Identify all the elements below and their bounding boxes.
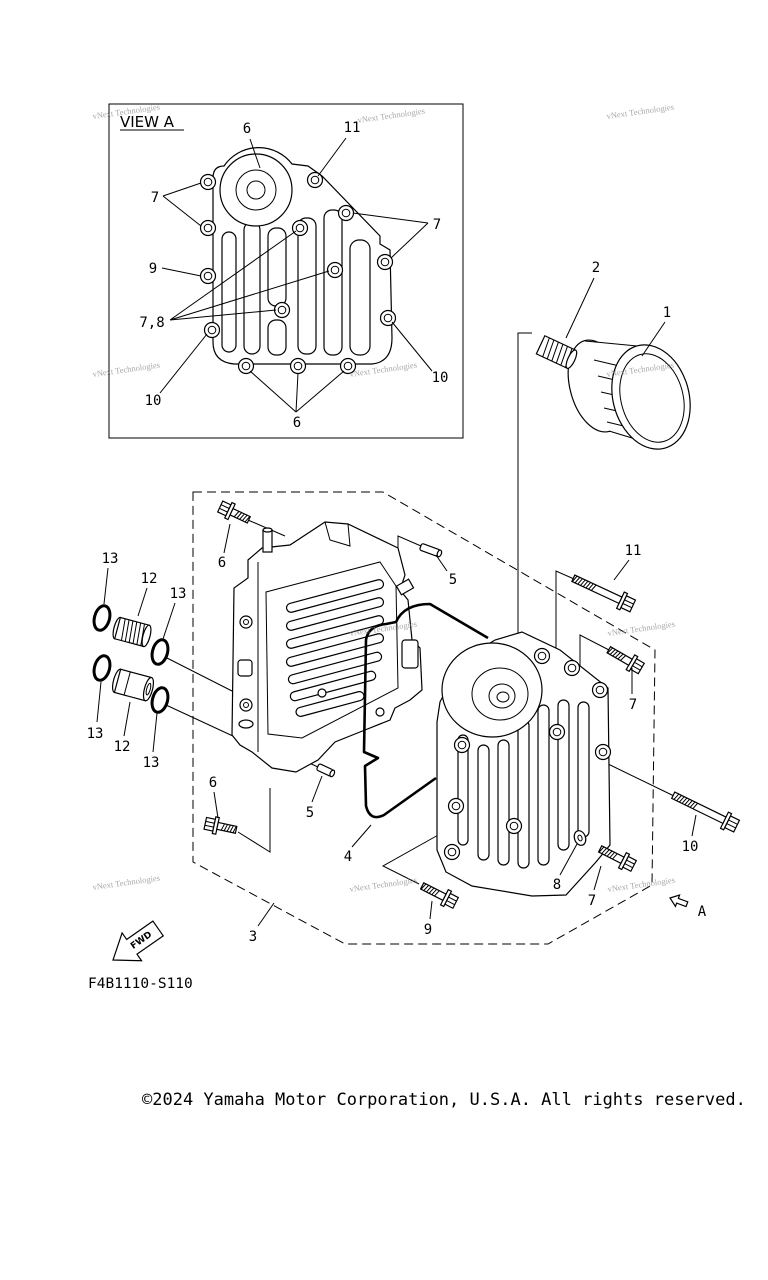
bolt-hole bbox=[376, 253, 394, 271]
callout-label: 9 bbox=[424, 922, 432, 938]
bolt bbox=[202, 814, 239, 839]
view-a-callout: 6 bbox=[243, 121, 251, 137]
o-ring bbox=[150, 686, 170, 714]
dowel-pin bbox=[316, 763, 336, 778]
cover-bolt-boss bbox=[563, 659, 581, 677]
bolt bbox=[595, 840, 639, 875]
callout-label: 8 bbox=[553, 877, 561, 893]
gasket bbox=[362, 602, 489, 819]
callout-label: 5 bbox=[449, 572, 457, 588]
watermark: vNext Technologies bbox=[607, 619, 676, 638]
cover-bolt-boss bbox=[533, 647, 551, 665]
callout-label: 2 bbox=[592, 260, 600, 276]
assembly-boundary bbox=[192, 491, 656, 945]
bolt bbox=[216, 498, 253, 529]
view-a-callout: 11 bbox=[344, 120, 361, 136]
watermark: vNext Technologies bbox=[606, 102, 675, 121]
cover-bolt-boss bbox=[447, 797, 465, 815]
view-a-marker-label: A bbox=[698, 904, 707, 920]
callout-label: 7 bbox=[629, 697, 637, 713]
o-ring bbox=[150, 638, 170, 666]
forward-arrow-icon: FWD bbox=[112, 920, 165, 962]
bolt bbox=[417, 877, 461, 912]
watermark: vNext Technologies bbox=[92, 360, 161, 379]
watermark: vNext Technologies bbox=[357, 106, 426, 125]
cover-bolt-boss bbox=[505, 817, 523, 835]
watermark: vNext Technologies bbox=[92, 873, 161, 892]
bolt-hole bbox=[306, 171, 324, 189]
o-ring bbox=[92, 654, 112, 682]
diagram-code: F4B1110-S110 bbox=[88, 976, 193, 992]
callout-label: 11 bbox=[625, 543, 642, 559]
cover-bolt-boss bbox=[594, 743, 612, 761]
bolt-hole bbox=[337, 204, 355, 222]
bolt-hole bbox=[199, 173, 217, 191]
bolt-hole bbox=[237, 357, 255, 375]
watermark: vNext Technologies bbox=[349, 875, 418, 894]
callout-label: 10 bbox=[682, 839, 699, 855]
cover-plate-view-a bbox=[199, 147, 397, 375]
view-a-callout: 7 bbox=[433, 217, 441, 233]
view-a-leaders bbox=[159, 137, 433, 413]
o-ring bbox=[92, 604, 112, 632]
bolt-hole bbox=[203, 321, 221, 339]
bolt-hole bbox=[291, 219, 309, 237]
callout-label: 5 bbox=[306, 805, 314, 821]
view-a-arrow: A bbox=[669, 894, 707, 920]
main-leaders bbox=[96, 277, 697, 927]
callout-label: 6 bbox=[209, 775, 217, 791]
callout-label: 13 bbox=[170, 586, 187, 602]
view-a-panel: VIEW A bbox=[108, 103, 464, 439]
bolt bbox=[668, 786, 742, 835]
callout-label: 13 bbox=[102, 551, 119, 567]
oil-cooler-housing bbox=[231, 521, 423, 773]
oil-cooler-cover bbox=[436, 631, 612, 897]
cover-bolt-boss bbox=[443, 843, 461, 861]
callout-label: 3 bbox=[249, 929, 257, 945]
bolt-hole bbox=[289, 357, 307, 375]
dowel-pin bbox=[419, 543, 443, 558]
oil-filter bbox=[567, 339, 691, 450]
bolt-hole bbox=[273, 301, 291, 319]
callout-label: 6 bbox=[218, 555, 226, 571]
bolt bbox=[568, 569, 638, 615]
view-a-frame bbox=[108, 103, 464, 439]
copyright-notice: ©2024 Yamaha Motor Corporation, U.S.A. A… bbox=[142, 1090, 746, 1110]
view-a-callout: 9 bbox=[149, 261, 157, 277]
cover-bolt-boss bbox=[591, 681, 609, 699]
view-a-title: VIEW A bbox=[120, 113, 175, 131]
view-a-callout: 10 bbox=[432, 370, 449, 386]
cover-bolt-boss bbox=[548, 723, 566, 741]
joint bbox=[111, 668, 155, 702]
view-a-callout: 7,8 bbox=[139, 315, 164, 331]
joint bbox=[112, 616, 152, 648]
callout-label: 7 bbox=[588, 893, 596, 909]
cover-bolt-boss bbox=[453, 736, 471, 754]
bolt bbox=[603, 641, 647, 677]
callout-label: 12 bbox=[114, 739, 131, 755]
bolt-hole bbox=[199, 267, 217, 285]
callout-label: 4 bbox=[344, 849, 352, 865]
washer bbox=[573, 830, 587, 846]
exploded-view: 2 1 6 5 11 13 12 13 7 13 12 13 6 5 4 10 … bbox=[87, 260, 742, 945]
view-a-callout: 10 bbox=[145, 393, 162, 409]
oil-port-boss bbox=[219, 153, 293, 227]
callout-label: 1 bbox=[663, 305, 671, 321]
view-a-callout: 6 bbox=[293, 415, 301, 431]
watermark: vNext Technologies bbox=[607, 875, 676, 894]
callout-label: 13 bbox=[87, 726, 104, 742]
bolt-hole bbox=[199, 219, 217, 237]
callout-label: 12 bbox=[141, 571, 158, 587]
callout-label: 13 bbox=[143, 755, 160, 771]
view-a-callout: 7 bbox=[151, 190, 159, 206]
filter-nipple bbox=[535, 334, 578, 370]
bolt-hole bbox=[326, 261, 344, 279]
